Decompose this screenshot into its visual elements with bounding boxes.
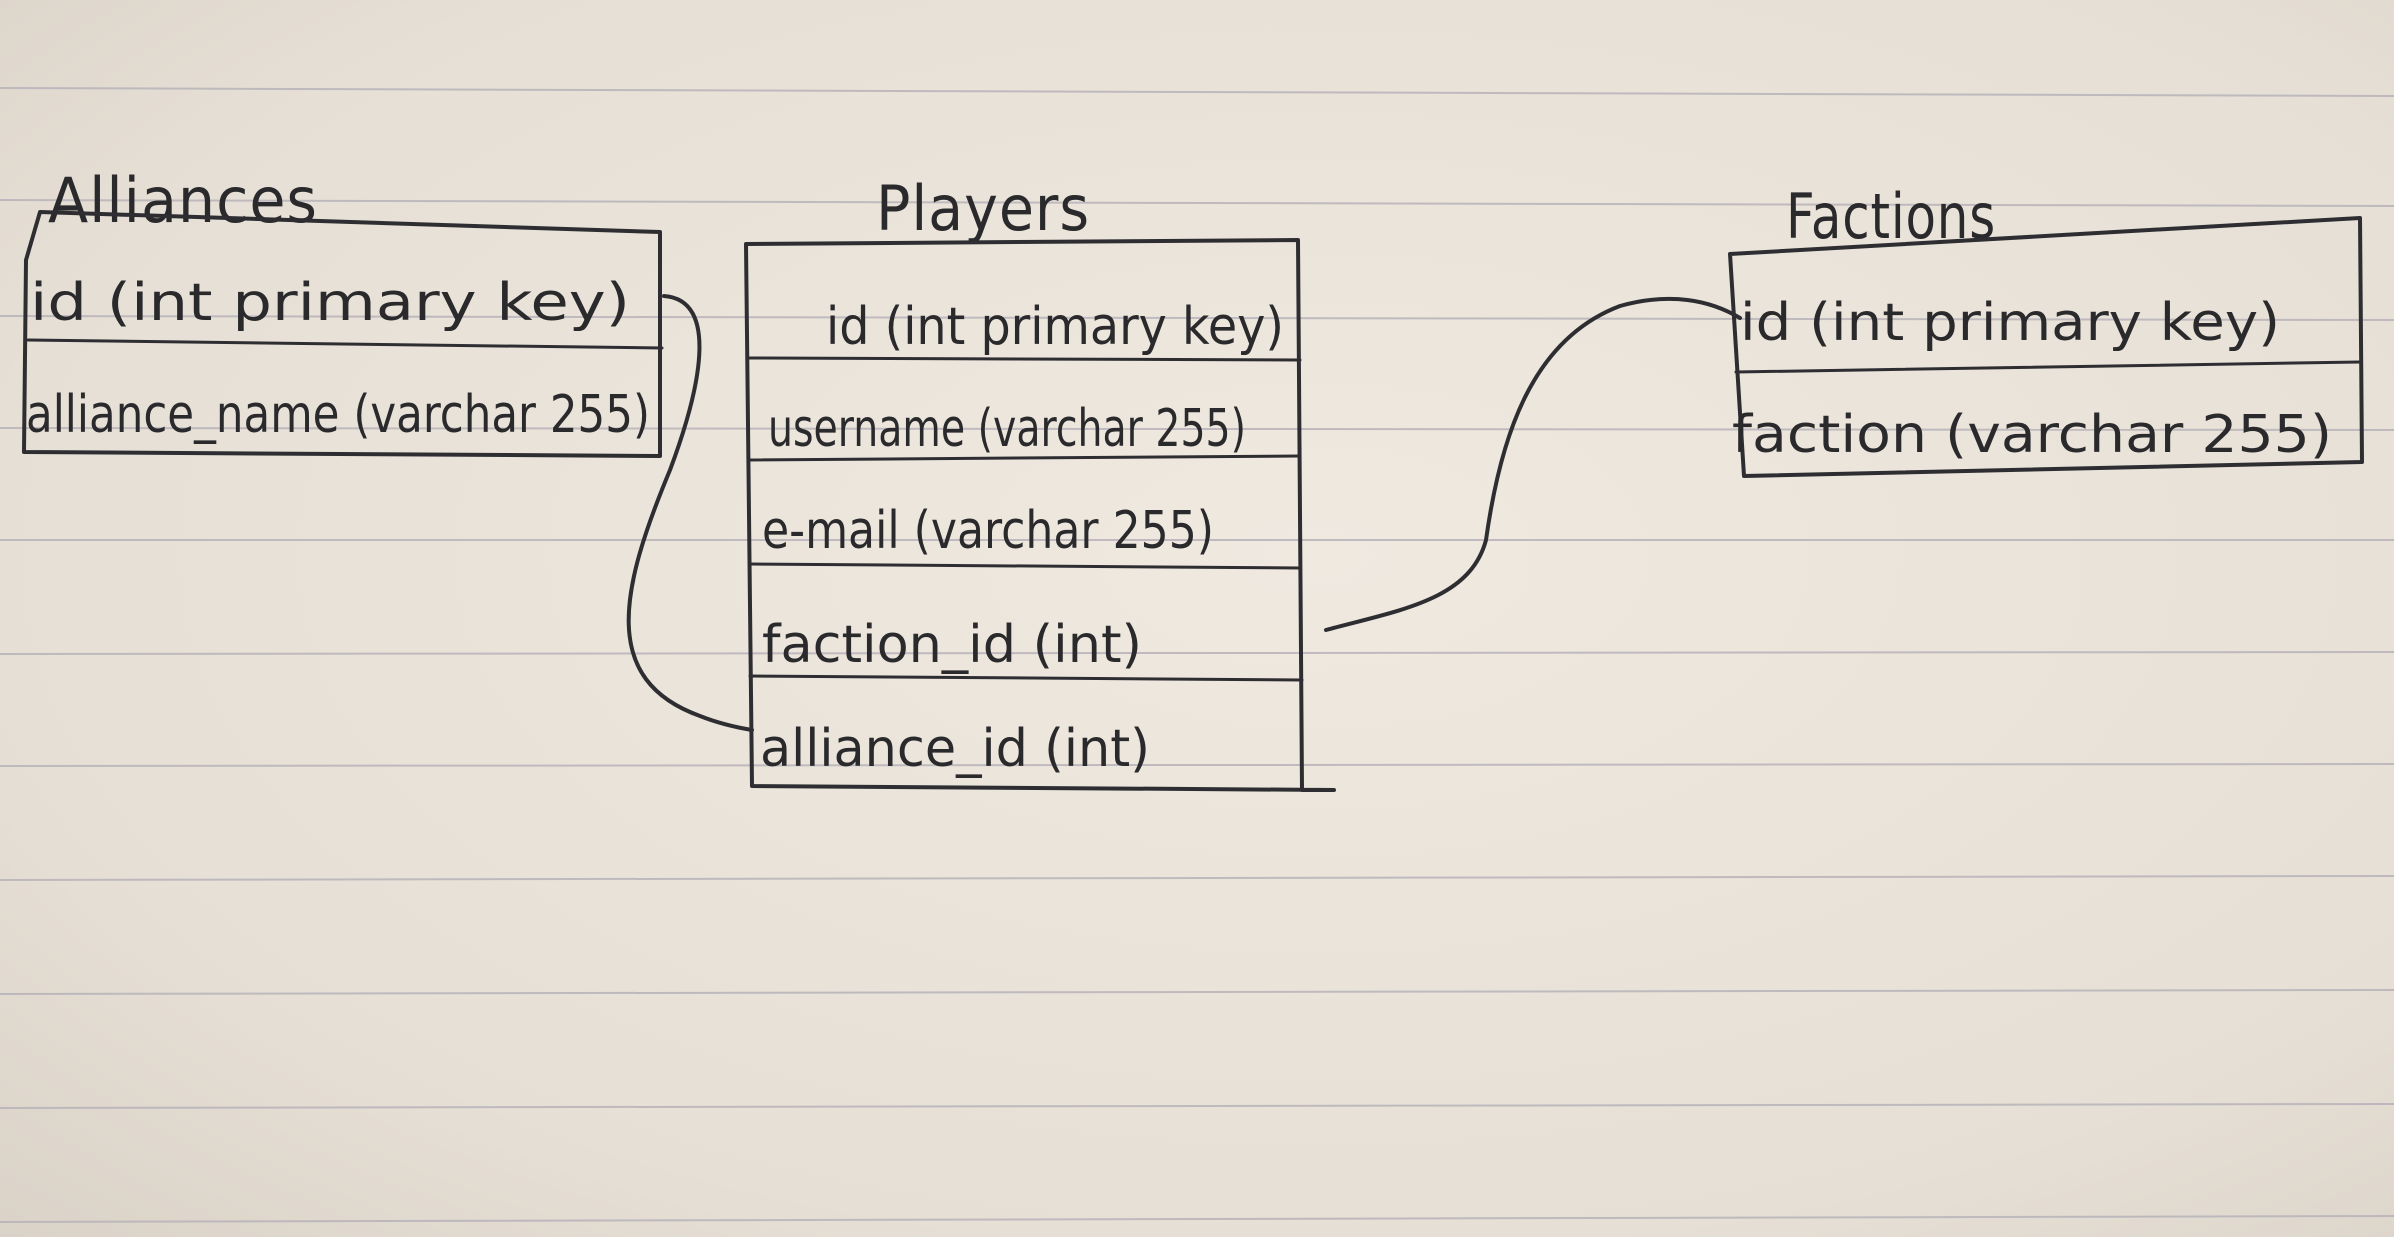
table-title-alliances: Alliances xyxy=(48,164,318,237)
field-players-username: username (varchar 255) xyxy=(768,399,1246,459)
rule-line xyxy=(0,763,2394,767)
row-divider xyxy=(746,356,1302,362)
rule-line xyxy=(0,1215,2394,1223)
rule-line xyxy=(0,87,2394,97)
rule-line xyxy=(0,1103,2394,1109)
rule-line xyxy=(0,315,2394,321)
relation-line-faction xyxy=(1324,296,1742,632)
table-title-players: Players xyxy=(876,172,1090,245)
table-factions: Factions id (int primary key) faction (v… xyxy=(1728,180,2364,478)
rule-line xyxy=(0,199,2394,207)
field-players-id: id (int primary key) xyxy=(826,297,1284,357)
rule-lines xyxy=(0,87,2394,1223)
rule-line xyxy=(0,427,2394,431)
row-divider xyxy=(748,674,1304,682)
field-factions-id: id (int primary key) xyxy=(1740,293,2280,353)
table-alliances: Alliances id (int primary key) alliance_… xyxy=(22,164,664,458)
row-divider xyxy=(26,338,664,350)
rule-line xyxy=(0,989,2394,995)
field-players-email: e-mail (varchar 255) xyxy=(762,501,1214,561)
table-border-factions xyxy=(1728,216,2364,478)
field-alliances-name: alliance_name (varchar 255) xyxy=(26,385,650,445)
row-divider xyxy=(746,454,1302,462)
relation-line-alliance xyxy=(626,294,754,732)
rule-line xyxy=(0,651,2394,655)
row-divider xyxy=(1734,360,2362,374)
field-players-alliance-id: alliance_id (int) xyxy=(760,719,1150,779)
table-players: Players id (int primary key) username (v… xyxy=(744,172,1336,792)
rule-line xyxy=(0,875,2394,881)
field-alliances-id: id (int primary key) xyxy=(30,273,630,333)
field-factions-faction: faction (varchar 255) xyxy=(1732,405,2332,465)
row-divider xyxy=(748,562,1302,570)
table-border-players xyxy=(744,238,1336,792)
field-players-faction-id: faction_id (int) xyxy=(762,615,1142,675)
table-border-alliances xyxy=(22,210,662,458)
